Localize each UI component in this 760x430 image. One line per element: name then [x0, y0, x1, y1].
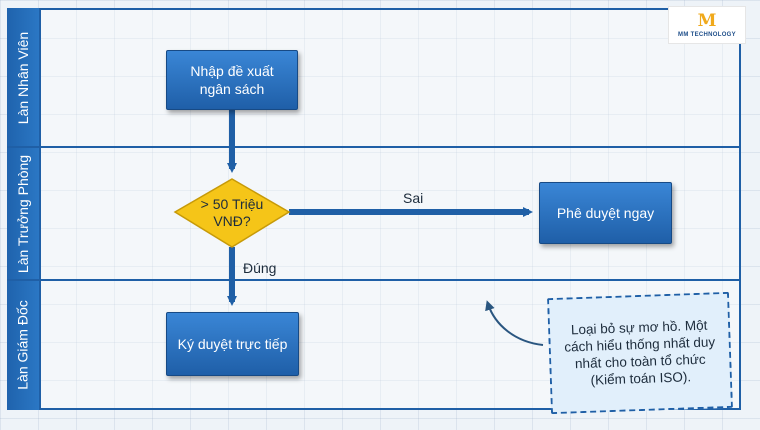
- task-sign-label: Ký duyệt trực tiếp: [177, 336, 288, 352]
- decision-node: > 50 Triệu VNĐ?: [175, 179, 289, 247]
- task-approve-now: Phê duyệt ngay: [539, 182, 672, 244]
- lane-header-employee: Làn Nhân Viên: [7, 8, 41, 147]
- decision-label: > 50 Triệu VNĐ?: [200, 196, 264, 229]
- decision-diamond: [173, 178, 291, 248]
- edge-label-yes: Đúng: [243, 260, 277, 276]
- edge-label-no: Sai: [403, 190, 424, 206]
- task-submit-label: Nhập đề xuất ngân sách: [190, 63, 274, 97]
- logo-text: MM TECHNOLOGY: [678, 31, 736, 38]
- lane-header-manager: Làn Trưởng Phòng: [7, 147, 41, 280]
- company-logo: M MM TECHNOLOGY: [668, 6, 746, 44]
- task-submit-budget: Nhập đề xuất ngân sách: [166, 50, 298, 110]
- lane-divider-1: [7, 146, 741, 148]
- note-pointer-arrow: [485, 300, 544, 346]
- task-approve-label: Phê duyệt ngay: [556, 205, 655, 221]
- annotation-note: Loại bỏ sự mơ hồ. Một cách hiểu thống nh…: [547, 291, 733, 415]
- logo-mark: M: [697, 10, 717, 31]
- annotation-note-text: Loại bỏ sự mơ hồ. Một cách hiểu thống nh…: [564, 317, 716, 388]
- lane-divider-2: [7, 279, 741, 281]
- lane-header-director: Làn Giám Đốc: [7, 280, 41, 410]
- task-sign-directly: Ký duyệt trực tiếp: [166, 312, 299, 376]
